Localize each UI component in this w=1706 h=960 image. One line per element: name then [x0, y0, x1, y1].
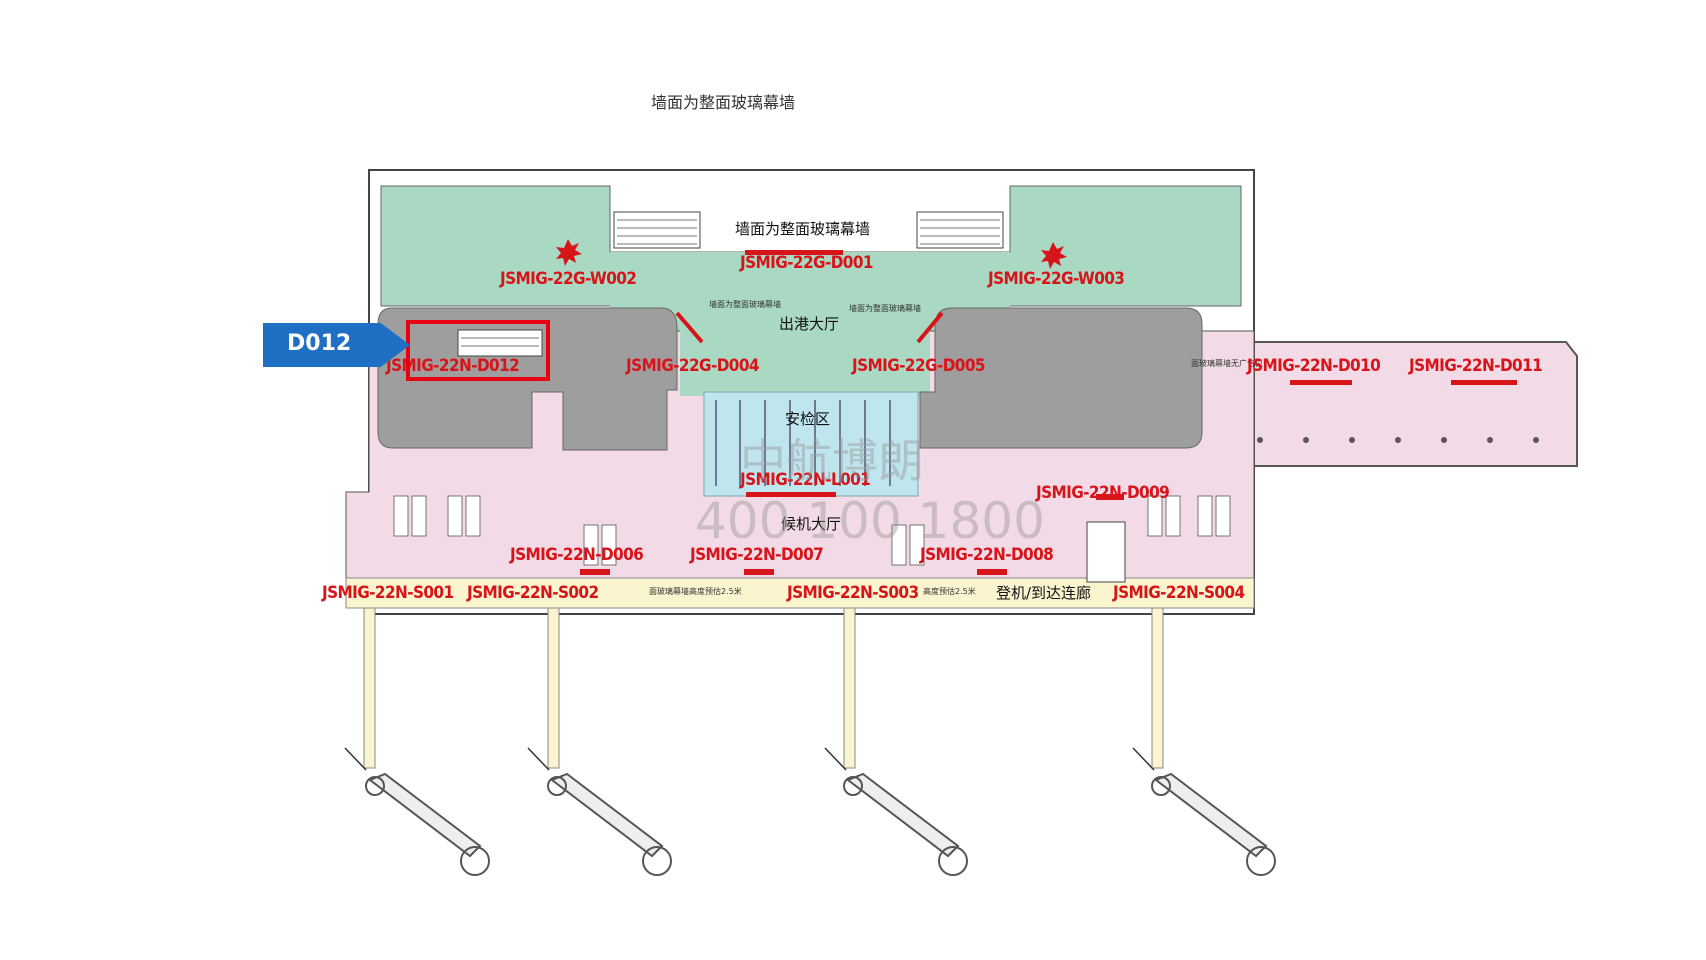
- watermark-phone: 400 100 1800: [695, 492, 1045, 550]
- ad-spot-label: JSMIG-22G-W003: [988, 269, 1125, 289]
- boarding-hall-label: 候机大厅: [781, 515, 842, 533]
- ad-spot-label: JSMIG-22N-S003: [787, 583, 919, 603]
- ad-spot-label: JSMIG-22G-D004: [626, 356, 760, 376]
- watermark-name: 中航博朗: [740, 434, 924, 488]
- ad-spot-label: JSMIG-22N-D010: [1247, 356, 1381, 376]
- location-callout: D012: [263, 323, 410, 367]
- corridor: [345, 577, 1255, 609]
- ad-spot-label: JSMIG-22G-W002: [500, 269, 637, 289]
- ad-spot-label: JSMIG-22N-D006: [510, 545, 644, 565]
- page-caption: 墙面为整面玻璃幕墙: [651, 93, 796, 112]
- callout-label: D012: [287, 331, 352, 356]
- glass-wall-label: 墙面为整面玻璃幕墙: [735, 220, 871, 238]
- highlight-box: [406, 320, 550, 381]
- glass-height-note-left: 面玻璃幕墙高度预估2.5米: [649, 587, 742, 596]
- ad-spot-label: JSMIG-22N-D011: [1409, 356, 1543, 376]
- east-glass-note: 面玻璃幕墙无广告位: [1191, 359, 1263, 368]
- ad-spot-label: JSMIG-22G-D001: [740, 253, 874, 273]
- holdroom-east: [919, 307, 1203, 449]
- security-area-label: 安检区: [785, 410, 831, 428]
- ad-spot-label: JSMIG-22N-L001: [740, 470, 871, 490]
- ad-spot-label: JSMIG-22N-S001: [322, 583, 454, 603]
- ad-spot-label: JSMIG-22N-S004: [1113, 583, 1245, 603]
- glass-wall-small-left: 墙面为整面玻璃幕墙: [709, 300, 781, 309]
- ad-spot-label: JSMIG-22G-D005: [852, 356, 986, 376]
- ad-spot-label: JSMIG-22N-D008: [920, 545, 1054, 565]
- glass-height-note-right: 高度预估2.5米: [923, 587, 976, 596]
- glass-wall-small-right: 墙面为整面玻璃幕墙: [849, 304, 921, 313]
- corridor-label: 登机/到达连廊: [996, 584, 1092, 602]
- ad-spot-label: JSMIG-22N-S002: [467, 583, 599, 603]
- ad-spot-label: JSMIG-22N-D009: [1036, 483, 1170, 503]
- ad-spot-label: JSMIG-22N-D007: [690, 545, 824, 565]
- departure-hall-label: 出港大厅: [779, 315, 840, 333]
- ad-spot-label-highlighted: JSMIG-22N-D012: [386, 356, 520, 376]
